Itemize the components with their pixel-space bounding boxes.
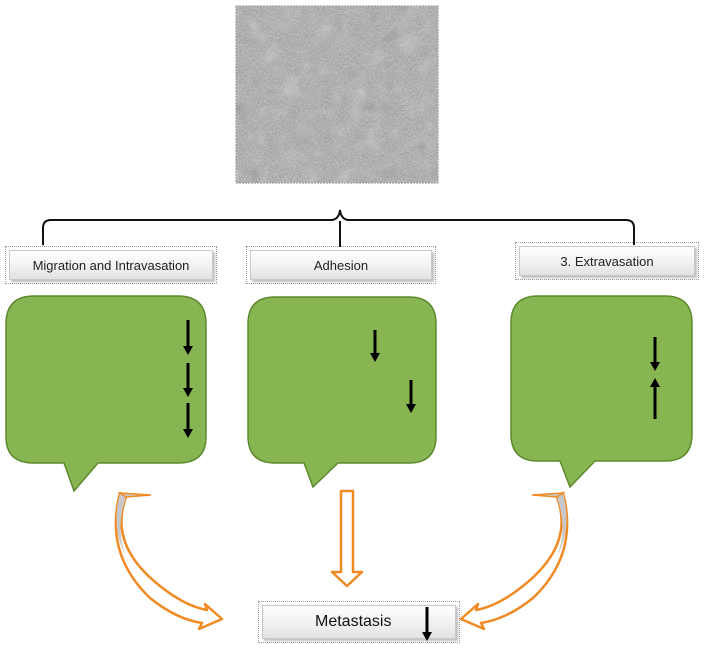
item-cell-flat-retract: Cell flat and retract	[526, 347, 635, 361]
arrow-down-icon	[183, 403, 193, 438]
arrow-up-icon	[650, 378, 660, 419]
header-extravasation: 3. Extravasation	[515, 242, 699, 280]
flow-arrow-left	[114, 491, 224, 631]
header-label: Adhesion	[313, 257, 369, 273]
arrow-down-icon	[650, 337, 660, 371]
item-teer: TEER	[526, 385, 559, 399]
bracket-connector	[42, 209, 635, 247]
flow-arrow-middle	[330, 489, 364, 588]
item-invasion-ability: Invasion ability	[59, 375, 146, 389]
arrow-down-icon	[370, 330, 380, 362]
metastasis-box: Metastasis	[258, 601, 460, 643]
arrow-down-icon	[406, 380, 416, 413]
header-adhesion: Adhesion	[246, 246, 436, 284]
metastasis-label: Metastasis	[315, 613, 392, 630]
header-label: 3. Extravasation	[560, 253, 654, 269]
header-migration-intravasation: Migration and Intravasation	[5, 246, 217, 284]
item-mmp9-expression: MMP-9 Expression	[45, 412, 152, 426]
item-adhesion-ability: Adhesion ability	[265, 341, 358, 355]
item-migration-ability: Migration ability (Wound healing ability…	[44, 319, 176, 350]
microscopy-image	[235, 5, 439, 184]
arrow-down-icon	[183, 363, 193, 397]
flow-arrow-right	[459, 491, 569, 631]
arrow-down-icon	[183, 320, 193, 355]
header-label: Migration and Intravasation	[32, 257, 190, 273]
item-eselectin-icam1: E-selectin and ICAM-1 expression	[265, 379, 392, 410]
